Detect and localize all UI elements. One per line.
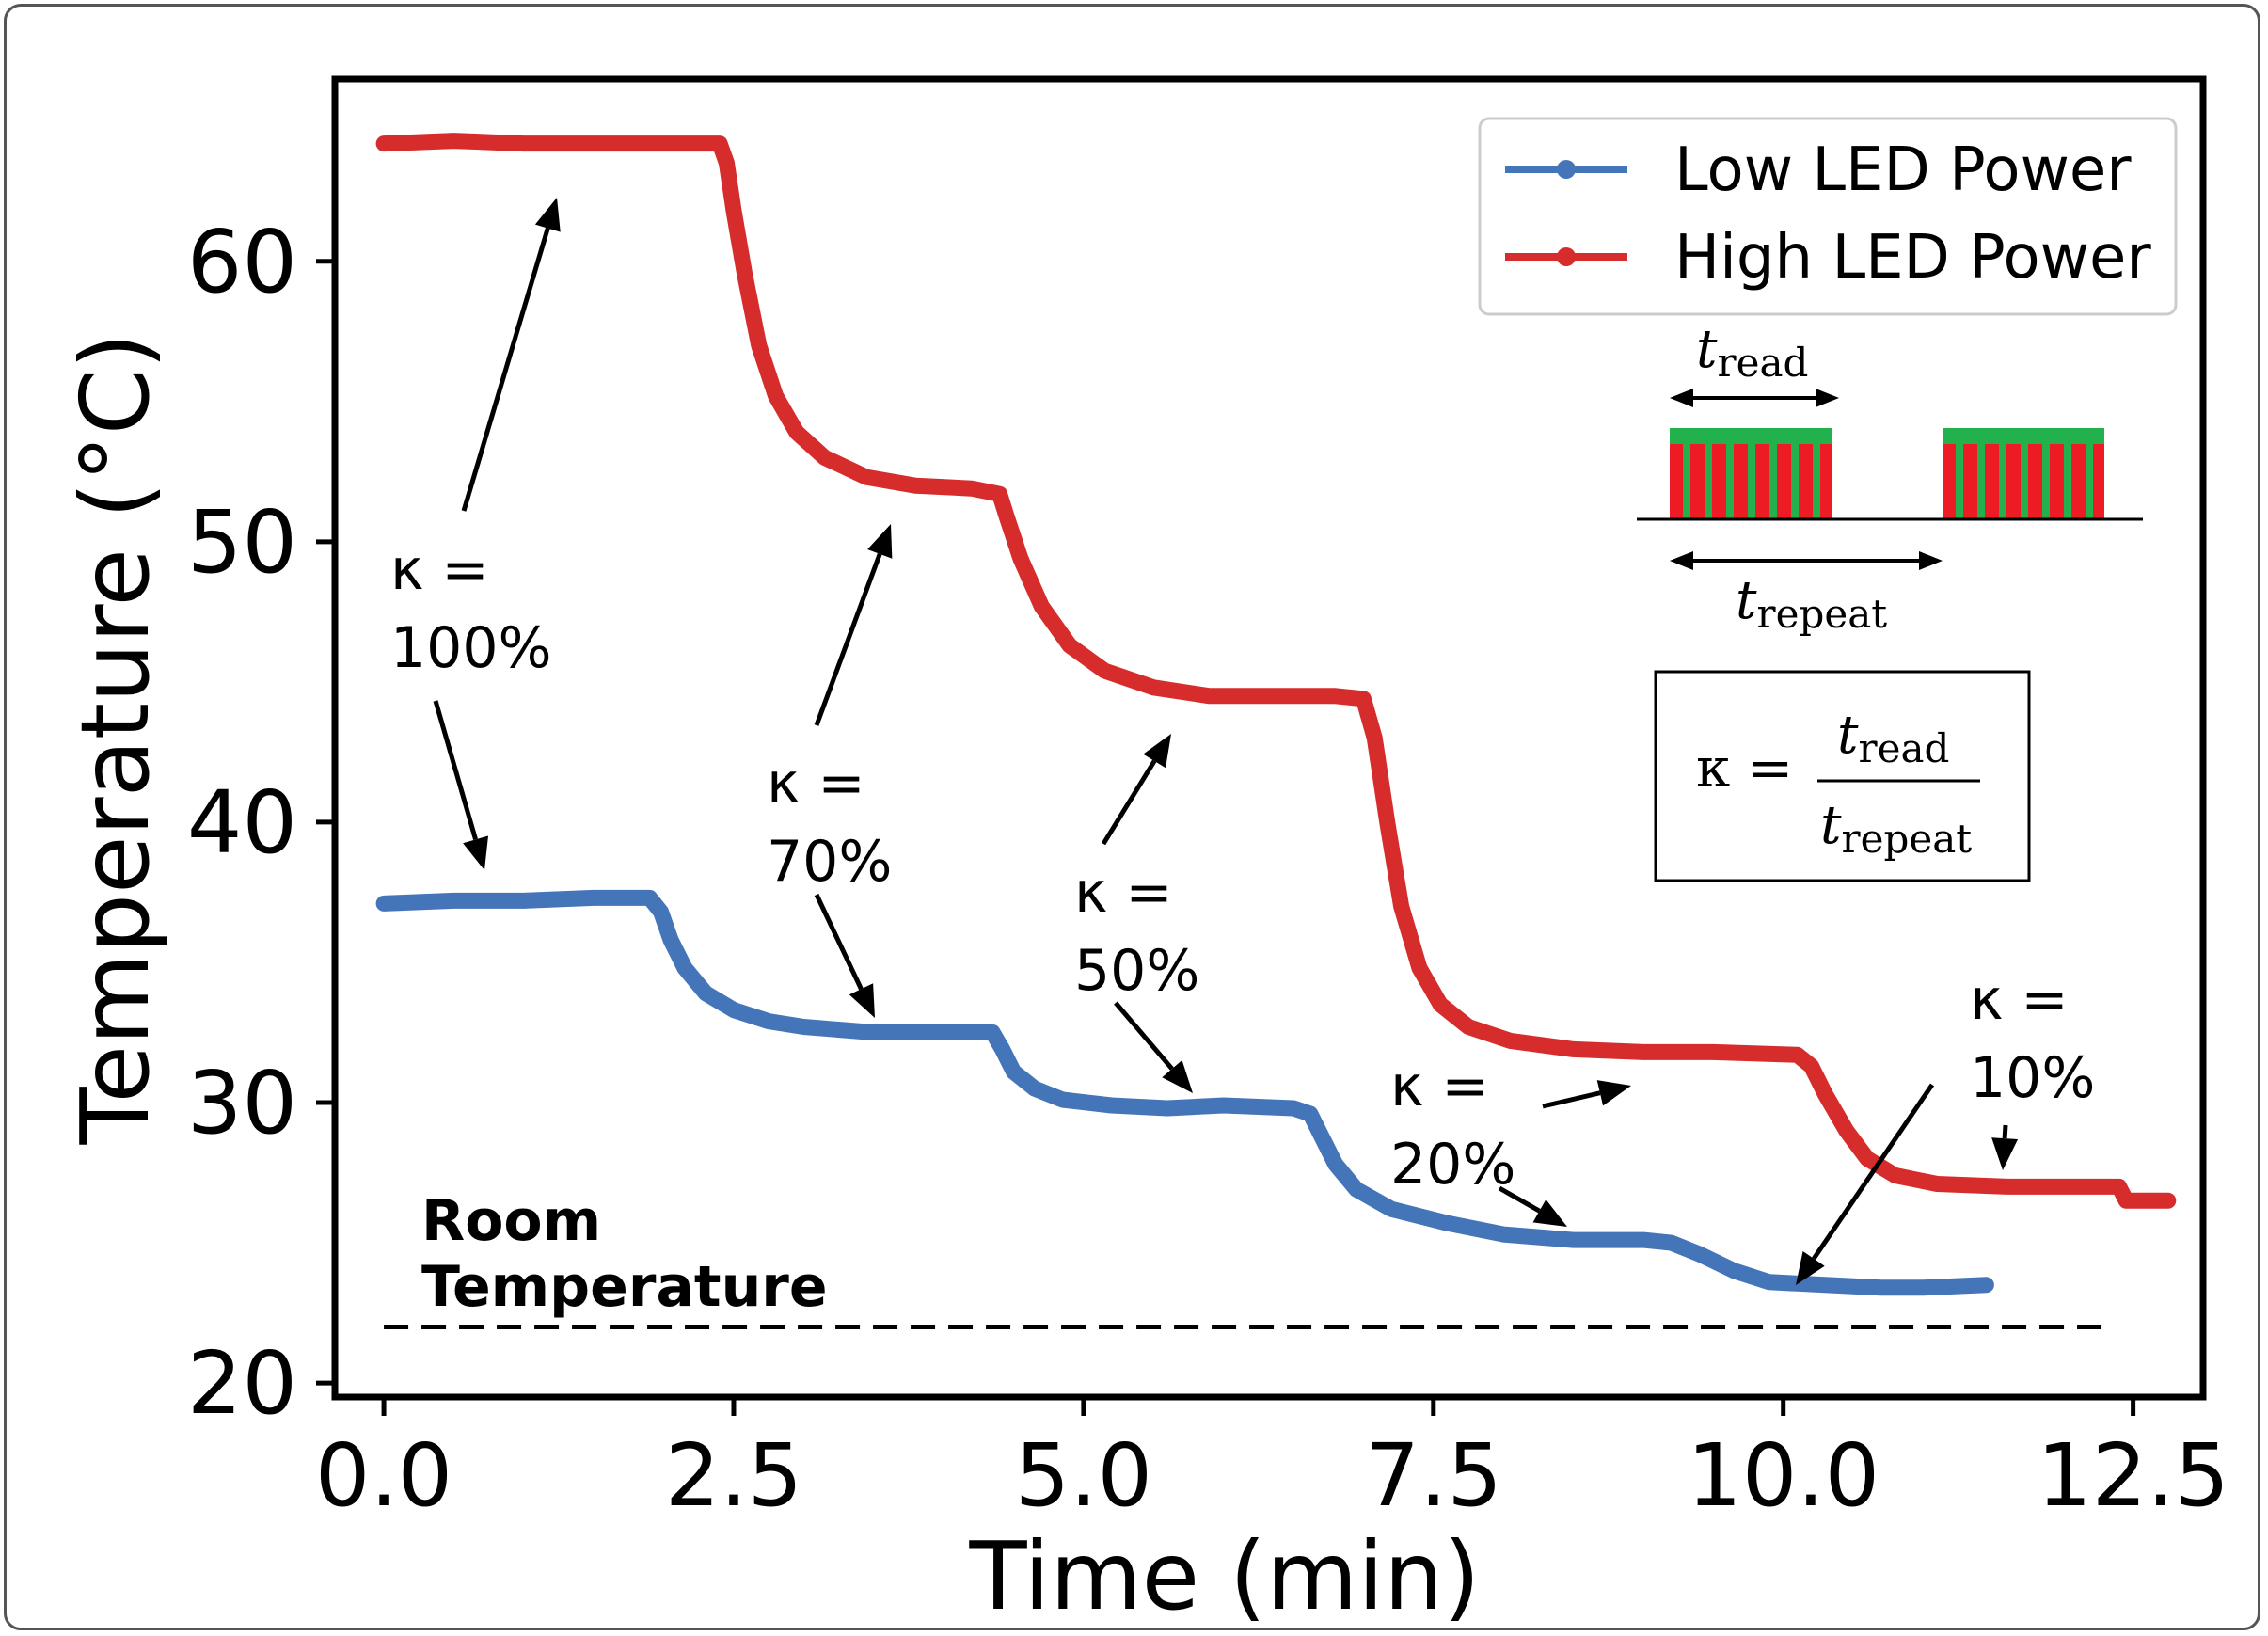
t-repeat-label: trepeat: [1736, 570, 1887, 637]
annotation-arrow-0: [461, 227, 550, 512]
annotation-kappa-50-line2: 50%: [1074, 938, 1199, 1004]
denominator-symbol: t: [1820, 795, 1842, 856]
legend-label-low: Low LED Power: [1674, 135, 2132, 205]
annotation-arrows: [433, 198, 2019, 1285]
annotation-kappa-20-line2: 20%: [1390, 1132, 1515, 1198]
t-repeat-symbol: t: [1736, 570, 1757, 631]
equation-denominator: trepeat: [1820, 795, 1972, 862]
room-label-line1: Room: [421, 1188, 601, 1254]
numerator-subscript: read: [1859, 725, 1950, 771]
y-axis-label: Temperature (°C): [60, 332, 170, 1145]
equation-numerator: tread: [1837, 705, 1949, 771]
pulse-green-gap: [2064, 444, 2071, 519]
room-label-line2: Temperature: [421, 1254, 828, 1320]
annotation-arrow-4: [1101, 759, 1157, 846]
equation-kappa: κ =: [1696, 736, 1793, 800]
pulse-green-gap: [1748, 444, 1755, 519]
annotation-arrowhead-3: [849, 983, 875, 1018]
pulse-stripes-1: [1670, 444, 1832, 519]
x-tick-label-1: 2.5: [665, 1425, 802, 1526]
annotation-kappa-100-line1: κ =: [390, 537, 489, 603]
annotation-arrow-9: [2002, 1124, 2008, 1139]
y-tick-label-2: 40: [187, 772, 297, 873]
pulse-green-gap: [1977, 444, 1985, 519]
annotation-kappa-70-line2: 70%: [767, 829, 892, 895]
x-tick-label-3: 7.5: [1365, 1425, 1502, 1526]
pulse-green-gap: [1769, 444, 1777, 519]
x-tick-label-4: 10.0: [1687, 1425, 1879, 1526]
annotation-arrowhead-5: [1162, 1060, 1193, 1093]
annotation-arrowhead-9: [1991, 1137, 2019, 1170]
x-tick-label-5: 12.5: [2037, 1425, 2229, 1526]
pulse-green-gap: [1956, 444, 1963, 519]
series-layer: [375, 133, 2177, 1296]
pulse-green-gap: [1726, 444, 1734, 519]
pulse-schematic-inset: tread trepeat: [1637, 319, 2143, 637]
series-line-1: [375, 133, 2177, 1209]
annotation-arrowhead-4: [1143, 734, 1171, 769]
annotation-kappa-20-line1: κ =: [1390, 1054, 1489, 1120]
legend: Low LED Power High LED Power: [1478, 117, 2178, 316]
pulse-green-gap: [1705, 444, 1712, 519]
y-tick-label-3: 50: [187, 492, 297, 593]
annotation-arrowhead-0: [534, 198, 561, 232]
series-line-0: [375, 889, 1994, 1296]
annotation-arrow-1: [433, 700, 478, 841]
annotation-arrow-8: [1812, 1083, 1935, 1261]
t-repeat-arrow: [1670, 551, 1943, 570]
x-tick-label-0: 0.0: [315, 1425, 452, 1526]
legend-label-high: High LED Power: [1674, 223, 2151, 293]
tick-layer: 0.0 2.5 5.0 7.5 10.0 12.5 20 30 40 50 60: [187, 212, 2229, 1526]
pulse-green-gap: [1683, 444, 1690, 519]
pulse-green-gap: [1999, 444, 2006, 519]
annotation-arrow-6: [1542, 1090, 1601, 1109]
y-tick-label-1: 30: [187, 1053, 297, 1153]
x-axis-label: Time (min): [968, 1521, 1480, 1631]
denominator-subscript: repeat: [1842, 816, 1973, 862]
plot-area-frame: [331, 75, 2207, 1401]
t-read-label: tread: [1696, 319, 1808, 386]
legend-marker-high: [1557, 247, 1576, 266]
annotation-kappa-50-line1: κ =: [1074, 860, 1173, 926]
annotation-arrow-2: [814, 553, 882, 726]
y-tick-label-4: 60: [187, 212, 297, 312]
annotation-arrowhead-7: [1532, 1199, 1567, 1227]
equation-frame: [1654, 670, 2031, 882]
pulse-green-gap: [2021, 444, 2028, 519]
t-repeat-subscript: repeat: [1757, 591, 1888, 637]
legend-marker-low: [1557, 160, 1576, 179]
annotation-arrow-7: [1498, 1185, 1541, 1214]
t-read-subscript: read: [1718, 340, 1809, 386]
annotation-kappa-10-line2: 10%: [1970, 1045, 2095, 1111]
pulse-green-gap: [2042, 444, 2050, 519]
pulse-green-gap: [1813, 444, 1820, 519]
annotation-kappa-10-line1: κ =: [1970, 967, 2069, 1033]
legend-box: [1478, 117, 2178, 316]
annotation-kappa-70-line1: κ =: [767, 751, 865, 817]
kappa-equation-box: κ = tread trepeat: [1654, 670, 2031, 882]
annotation-kappa-100-line2: 100%: [390, 615, 552, 681]
pulse-stripes-2: [1943, 444, 2104, 519]
annotation-arrowhead-6: [1596, 1080, 1631, 1106]
t-read-symbol: t: [1696, 319, 1718, 380]
y-tick-label-0: 20: [187, 1333, 297, 1434]
annotation-arrowhead-8: [1796, 1251, 1825, 1285]
x-tick-label-2: 5.0: [1015, 1425, 1152, 1526]
pulse-green-gap: [2086, 444, 2093, 519]
pulse-green-gap: [1791, 444, 1799, 519]
annotation-arrow-3: [814, 893, 864, 991]
annotation-arrow-5: [1114, 1001, 1174, 1071]
numerator-symbol: t: [1837, 705, 1859, 766]
t-read-arrow: [1670, 389, 1839, 407]
annotation-arrowhead-2: [867, 524, 893, 559]
annotation-arrowhead-1: [463, 835, 489, 870]
